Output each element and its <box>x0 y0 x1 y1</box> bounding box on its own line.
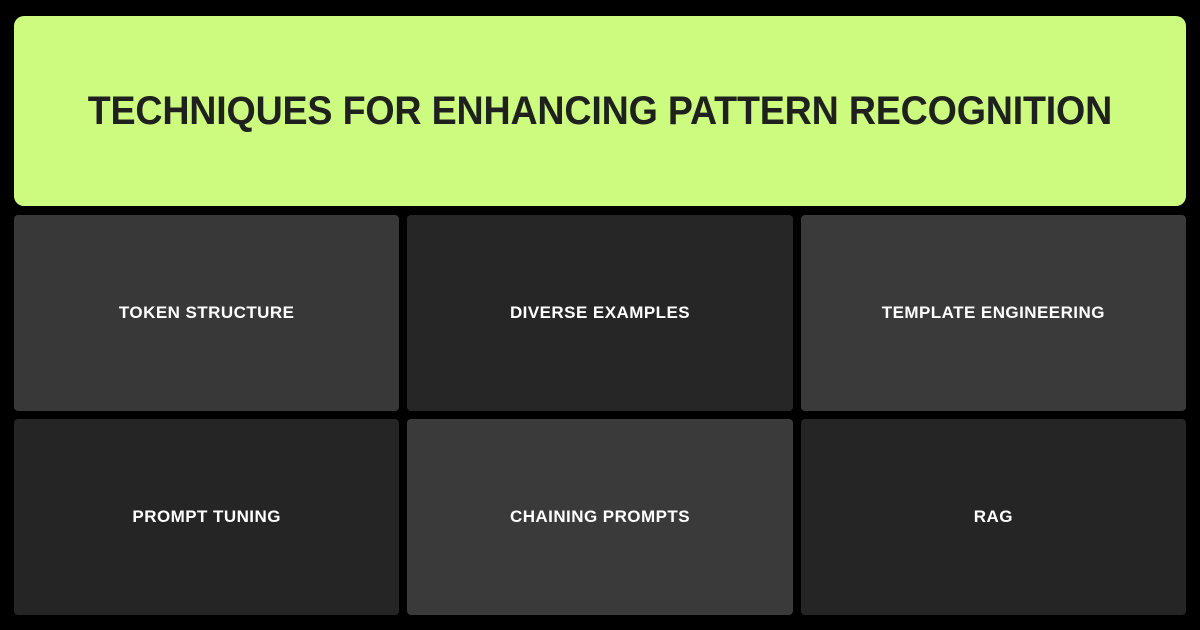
technique-card[interactable]: Diverse Examples <box>407 215 793 411</box>
page-title: Techniques For Enhancing Pattern Recogni… <box>87 89 1113 133</box>
technique-card-label: Template Engineering <box>881 302 1105 322</box>
technique-card-label: RAG <box>973 506 1013 526</box>
technique-card-grid: Token Structure Diverse Examples Templat… <box>14 215 1186 615</box>
technique-card[interactable]: Token Structure <box>14 215 400 411</box>
technique-card-label: Diverse Examples <box>509 302 691 322</box>
technique-card[interactable]: Chaining Prompts <box>407 419 793 615</box>
technique-card-label: Chaining Prompts <box>509 506 691 526</box>
technique-card-label: Prompt Tuning <box>132 506 281 526</box>
technique-card-label: Token Structure <box>118 302 295 322</box>
technique-card[interactable]: Prompt Tuning <box>14 419 400 615</box>
technique-card[interactable]: Template Engineering <box>800 215 1186 411</box>
technique-card[interactable]: RAG <box>800 419 1186 615</box>
header-banner: Techniques For Enhancing Pattern Recogni… <box>14 16 1186 206</box>
